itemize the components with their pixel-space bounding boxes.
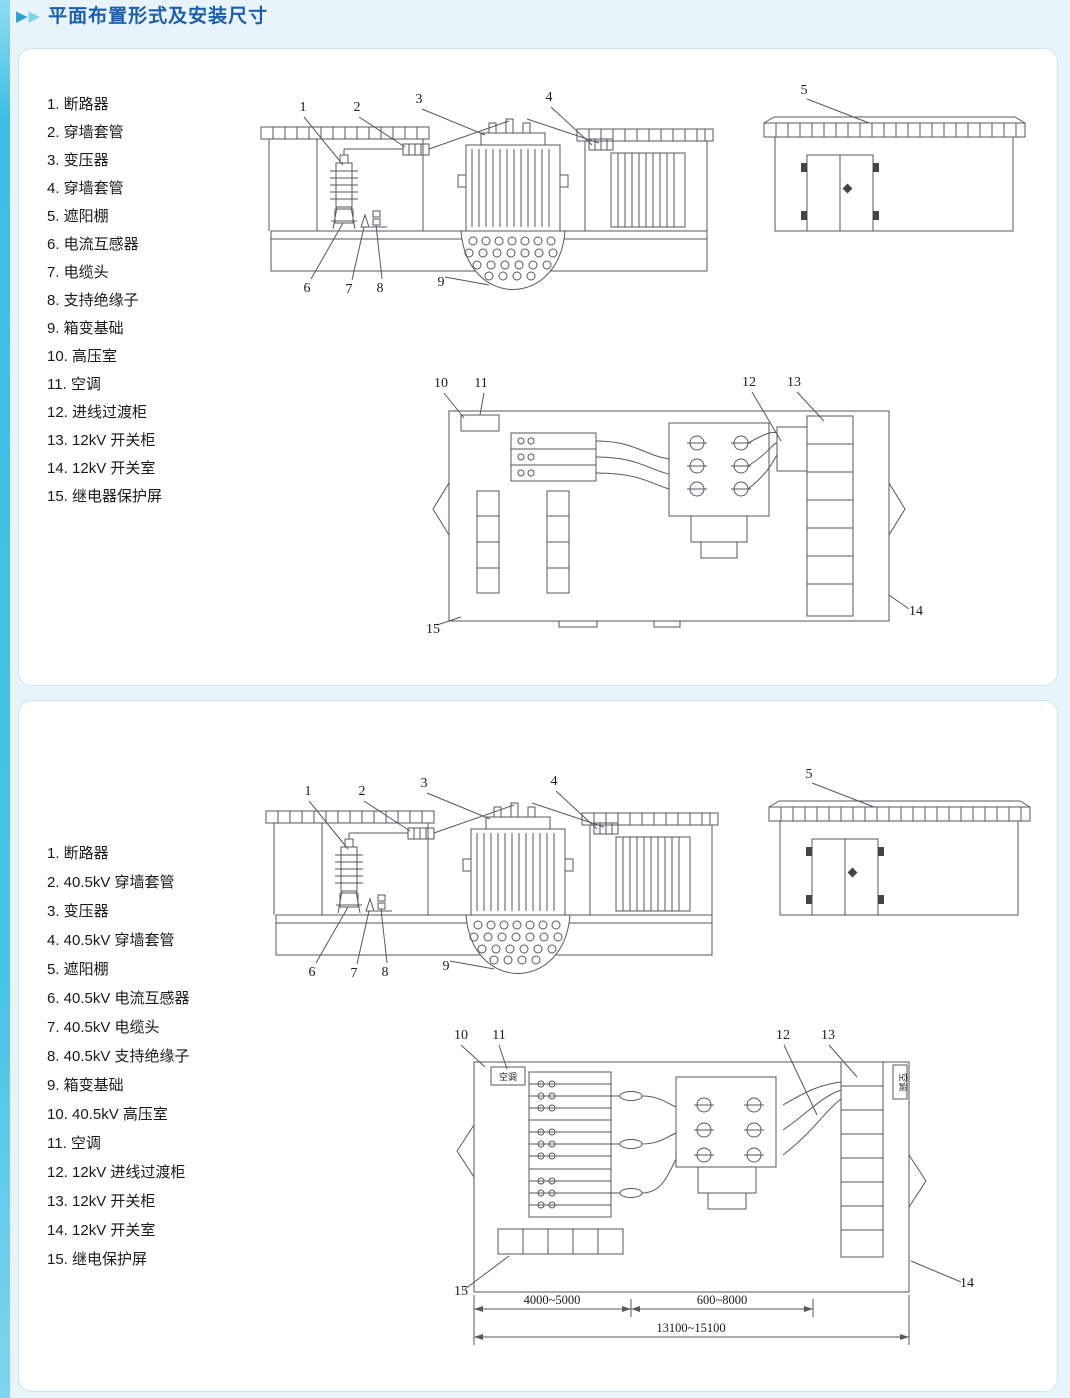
legend-item: 2. 40.5kV 穿墙套管 <box>47 874 175 891</box>
legend-item: 13. 12kV 开关柜 <box>47 1193 156 1210</box>
legend-item: 3. 变压器 <box>47 152 109 169</box>
callout-label: 6 <box>304 281 311 296</box>
legend-item: 8. 40.5kV 支持绝缘子 <box>47 1048 190 1065</box>
ac-unit-label: 空调 <box>499 1071 517 1082</box>
callout-label: 6 <box>309 965 316 980</box>
callout-label: 1 <box>300 100 307 115</box>
legend-item: 4. 穿墙套管 <box>47 180 124 197</box>
elevation-callouts: 1 2 3 4 5 6 7 8 9 <box>300 83 808 297</box>
legend-item: 2. 穿墙套管 <box>47 124 124 141</box>
dimension-label: 600~8000 <box>697 1293 748 1307</box>
callout-label: 1 <box>305 784 312 799</box>
callout-label: 14 <box>909 604 923 619</box>
legend-item: 8. 支持绝缘子 <box>47 292 139 309</box>
legend-item: 9. 箱变基础 <box>47 320 124 337</box>
callout-label: 7 <box>351 966 358 981</box>
callout-label: 15 <box>454 1284 468 1299</box>
legend-item: 3. 变压器 <box>47 903 109 920</box>
legend-list: 1. 断路器 2. 40.5kV 穿墙套管 3. 变压器 4. 40.5kV 穿… <box>47 839 190 1274</box>
legend-item: 6. 40.5kV 电流互感器 <box>47 990 190 1007</box>
callout-label: 2 <box>354 100 361 115</box>
callout-label: 2 <box>359 784 366 799</box>
substation-plan-figure <box>456 1044 962 1345</box>
title-arrow-icon: ▶ <box>16 8 28 25</box>
elevation-drawing: 1 2 3 4 5 6 7 8 9 <box>260 83 1026 297</box>
callout-label: 5 <box>801 83 808 98</box>
legend-item: 6. 电流互感器 <box>47 236 139 253</box>
legend-item: 10. 40.5kV 高压室 <box>47 1106 168 1123</box>
callout-label: 13 <box>787 375 801 390</box>
legend-item: 13. 12kV 开关柜 <box>47 432 156 449</box>
callout-label: 11 <box>492 1028 505 1043</box>
callout-label: 10 <box>434 376 448 391</box>
left-accent-strip <box>0 0 10 1398</box>
substation-elevation-figure <box>260 98 1026 290</box>
callout-label: 8 <box>382 965 389 980</box>
page-header: ▶ ▶ 平面布置形式及安装尺寸 <box>16 4 268 30</box>
callout-label: 12 <box>776 1028 790 1043</box>
callout-label: 4 <box>551 774 558 789</box>
legend-item: 9. 箱变基础 <box>47 1077 124 1094</box>
callout-label: 15 <box>426 622 440 637</box>
legend-item: 5. 遮阳棚 <box>47 208 109 225</box>
dimension-labels: 4000~5000 600~8000 13100~15100 <box>524 1293 748 1335</box>
title-arrow-icon: ▶ <box>28 8 41 25</box>
substation-elevation-figure <box>265 782 1031 974</box>
legend-item: 7. 电缆头 <box>47 264 109 281</box>
legend-item: 15. 继电保护屏 <box>47 1251 148 1268</box>
dimension-label: 13100~15100 <box>656 1321 725 1335</box>
plan-callouts: 10 11 12 13 14 15 <box>454 1028 974 1299</box>
legend-item: 4. 40.5kV 穿墙套管 <box>47 932 175 949</box>
callout-label: 12 <box>742 375 756 390</box>
callout-label: 9 <box>443 959 450 974</box>
legend-item: 12. 进线过渡柜 <box>47 404 148 421</box>
legend-item: 7. 40.5kV 电缆头 <box>47 1019 160 1036</box>
legend-item: 12. 12kV 进线过渡柜 <box>47 1164 186 1181</box>
callout-label: 10 <box>454 1028 468 1043</box>
legend-item: 14. 12kV 开关室 <box>47 1222 156 1239</box>
callout-label: 13 <box>821 1028 835 1043</box>
legend-item: 5. 遮阳棚 <box>47 961 109 978</box>
callout-label: 3 <box>421 776 428 791</box>
plan-callouts: 10 11 12 13 14 15 <box>426 375 923 637</box>
plan-drawing: 10 11 12 13 14 15 <box>426 375 923 637</box>
substation-plan-figure <box>432 391 910 628</box>
callout-label: 9 <box>438 275 445 290</box>
legend-item: 11. 空调 <box>47 376 101 393</box>
legend-item: 11. 空调 <box>47 1135 101 1152</box>
page-title: 平面布置形式及安装尺寸 <box>48 6 269 27</box>
layout-panel-2: 1. 断路器 2. 40.5kV 穿墙套管 3. 变压器 4. 40.5kV 穿… <box>18 700 1058 1392</box>
layout-panel-1: 1. 断路器 2. 穿墙套管 3. 变压器 4. 穿墙套管 5. 遮阳棚 6. … <box>18 48 1058 686</box>
dimension-arrows <box>474 1306 909 1340</box>
callout-label: 4 <box>546 90 553 105</box>
callout-label: 8 <box>377 281 384 296</box>
ac-labels: 空调 空调 <box>499 1071 909 1091</box>
legend-item: 10. 高压室 <box>47 348 118 365</box>
legend-item: 14. 12kV 开关室 <box>47 460 156 477</box>
legend-item: 15. 继电器保护屏 <box>47 488 163 505</box>
legend-item: 1. 断路器 <box>47 96 109 113</box>
callout-label: 11 <box>474 376 487 391</box>
elevation-drawing: 1 2 3 4 5 6 7 8 9 <box>265 767 1031 981</box>
elevation-callouts: 1 2 3 4 5 6 7 8 9 <box>305 767 813 981</box>
legend-list: 1. 断路器 2. 穿墙套管 3. 变压器 4. 穿墙套管 5. 遮阳棚 6. … <box>47 91 162 511</box>
plan-drawing: 10 11 12 13 14 15 空调 空调 4000~5000 600~80… <box>454 1028 974 1345</box>
legend-item: 1. 断路器 <box>47 845 109 862</box>
dimension-label: 4000~5000 <box>524 1293 581 1307</box>
ac-unit-label: 空调 <box>898 1073 909 1091</box>
callout-label: 7 <box>346 282 353 297</box>
callout-label: 5 <box>806 767 813 782</box>
callout-label: 3 <box>416 92 423 107</box>
callout-label: 14 <box>960 1276 974 1291</box>
